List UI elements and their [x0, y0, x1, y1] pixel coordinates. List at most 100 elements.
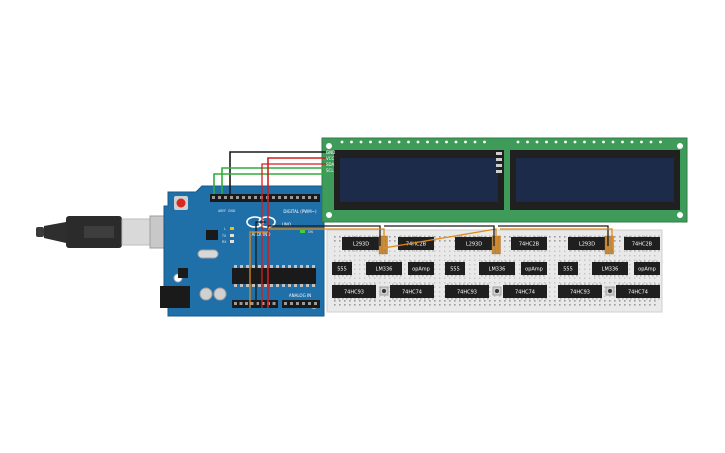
ic-chip[interactable]: [558, 285, 602, 298]
breadboard-hole: [509, 255, 511, 257]
breadboard-hole: [359, 268, 361, 270]
breadboard-hole: [604, 277, 606, 279]
breadboard-hole: [349, 282, 351, 284]
ic-pin: [584, 298, 586, 300]
ic-pin: [342, 275, 344, 277]
breadboard-hole: [469, 277, 471, 279]
breadboard-hole: [439, 291, 441, 293]
breadboard-hole: [614, 259, 616, 261]
wire-red-vcc-2[interactable]: [261, 163, 326, 308]
digital-header[interactable]: [210, 194, 320, 202]
breadboard-hole: [629, 259, 631, 261]
ic-pin: [531, 260, 533, 262]
breadboard-hole: [519, 273, 521, 275]
ic-pin: [346, 275, 348, 277]
wires[interactable]: [213, 151, 613, 308]
breadboard-hole: [439, 236, 441, 238]
ic-pin: [650, 283, 652, 285]
wire-black-bus-3[interactable]: [498, 225, 609, 246]
push-button-cap[interactable]: [382, 289, 386, 293]
breadboard-hole: [429, 255, 431, 257]
ic-pin: [428, 250, 430, 252]
ic-chip[interactable]: [624, 237, 660, 250]
breadboard-hole: [584, 255, 586, 257]
ic-chip[interactable]: [332, 285, 376, 298]
wire-green-scl[interactable]: [213, 173, 326, 194]
ic-pin: [618, 275, 620, 277]
ic-pin: [410, 275, 412, 277]
breadboard-hole: [379, 277, 381, 279]
wire-black-bus-2[interactable]: [384, 225, 495, 246]
ic-chip[interactable]: [342, 237, 380, 250]
breadboard-hole: [464, 250, 466, 252]
ic-chip[interactable]: [592, 262, 628, 275]
resistor[interactable]: [497, 235, 501, 255]
power-header[interactable]: [232, 300, 278, 308]
chip-pin: [240, 265, 243, 268]
lcd-display-module[interactable]: GND VCC SDA SCL: [321, 137, 688, 223]
ic-chip[interactable]: [568, 237, 606, 250]
lcd-header-pin: [535, 140, 539, 144]
breadboard-hole: [574, 300, 576, 302]
ic-chip[interactable]: [398, 237, 434, 250]
lcd-header-pin: [526, 140, 529, 144]
ic-chip[interactable]: [558, 262, 578, 275]
wire-orange-signal[interactable]: [249, 231, 268, 308]
breadboard-hole: [449, 304, 451, 306]
breadboard-hole: [364, 277, 366, 279]
ic-chip-label: L293D: [579, 242, 595, 248]
wire-green-sda[interactable]: [221, 167, 326, 194]
push-button-cap[interactable]: [608, 289, 612, 293]
ic-pin: [447, 260, 449, 262]
ic-pin: [457, 250, 459, 252]
breadboard-hole: [554, 295, 556, 297]
wire-black-bus-1[interactable]: [268, 225, 381, 246]
ic-pin: [602, 235, 604, 237]
resistor[interactable]: [384, 235, 388, 255]
wire-black-gnd-2[interactable]: [255, 221, 266, 308]
ic-chip[interactable]: [445, 262, 465, 275]
wire-orange-bus-3[interactable]: [500, 228, 613, 248]
resistor[interactable]: [604, 235, 608, 255]
ic-chip[interactable]: [408, 262, 434, 275]
ic-chip[interactable]: [366, 262, 402, 275]
ic-pin: [576, 298, 578, 300]
arduino-uno-board[interactable]: DIGITAL (PWM~) AREF GND ARDUINO UNO L TX…: [160, 185, 325, 317]
ic-chip[interactable]: [511, 237, 547, 250]
ic-chip[interactable]: [521, 262, 547, 275]
power-jack[interactable]: [160, 286, 190, 308]
ic-pin: [416, 283, 418, 285]
breadboard-hole: [524, 250, 526, 252]
ic-chip[interactable]: [455, 237, 493, 250]
reset-button[interactable]: [176, 198, 186, 208]
wire-red-vcc[interactable]: [267, 157, 326, 308]
wire-orange-bus-1[interactable]: [268, 228, 497, 249]
ic-chip[interactable]: [634, 262, 660, 275]
ic-pin: [400, 235, 402, 237]
wire-black-gnd[interactable]: [229, 151, 326, 194]
breadboard-hole: [594, 300, 596, 302]
ic-chip[interactable]: [503, 285, 547, 298]
breadboard-hole: [529, 259, 531, 261]
ic-chip[interactable]: [616, 285, 660, 298]
breadboard-hole: [624, 259, 626, 261]
ic-chip[interactable]: [445, 285, 489, 298]
chip-pin: [276, 265, 279, 268]
breadboard-hole: [619, 300, 621, 302]
ic-chip[interactable]: [332, 262, 352, 275]
breadboard-hole: [549, 273, 551, 275]
breadboard-hole: [464, 236, 466, 238]
ic-chip[interactable]: [390, 285, 434, 298]
analog-header[interactable]: [282, 300, 320, 308]
breadboard-hole: [369, 300, 371, 302]
breadboard-hole: [334, 246, 336, 248]
push-button-cap[interactable]: [495, 289, 499, 293]
ic-pin: [626, 235, 628, 237]
header-pin: [314, 196, 317, 199]
chip-pin: [252, 265, 255, 268]
ic-chip[interactable]: [479, 262, 515, 275]
breadboard-hole: [564, 250, 566, 252]
ic-pin: [376, 275, 378, 277]
